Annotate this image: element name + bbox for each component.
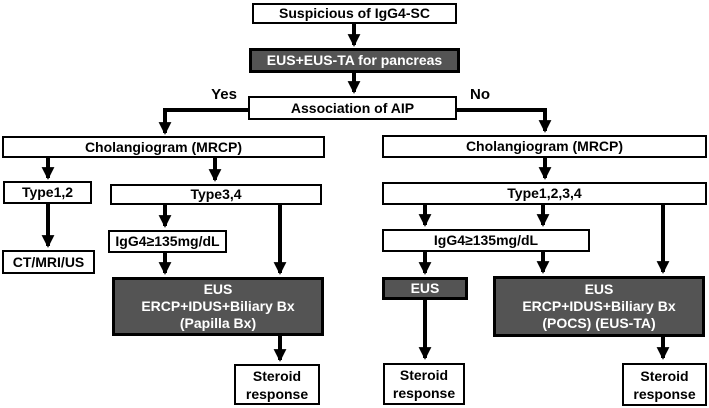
branch-label-yes: Yes [211,86,237,103]
dark-left-line-2: ERCP+IDUS+Biliary Bx [141,298,295,314]
arrow-association-yes [158,108,248,135]
node-steroid-response-middle: Steroid response [383,363,465,405]
steroid-left-line-1: Steroid [252,367,302,384]
steroid-middle-line-2: response [392,385,456,401]
node-cholangiogram-right: Cholangiogram (MRCP) [382,135,707,158]
node-eus-eus-ta-pancreas: EUS+EUS-TA for pancreas [249,48,460,73]
node-eus-ercp-idus-biliary-bx-papilla: EUS ERCP+IDUS+Biliary Bx (Papilla Bx) [112,277,324,336]
arrow-association-no [457,108,552,133]
node-ct-mri-us: CT/MRI/US [2,250,95,274]
branch-label-no: No [470,86,490,103]
node-type-3-4: Type3,4 [110,184,322,205]
node-eus-ercp-idus-biliary-bx-pocs: EUS ERCP+IDUS+Biliary Bx (POCS) (EUS-TA) [493,276,705,337]
node-igg4-cutoff-left: IgG4≥135mg/dL [108,230,227,253]
node-cholangiogram-left: Cholangiogram (MRCP) [2,136,325,158]
steroid-right-line-1: Steroid [640,367,689,384]
dark-right-line-3: (POCS) (EUS-TA) [542,315,656,331]
dark-left-line-1: EUS [203,281,233,297]
steroid-middle-line-1: Steroid [399,367,449,383]
node-suspicious-igg4-sc: Suspicious of IgG4-SC [252,3,457,24]
steroid-left-line-2: response [245,385,309,402]
dark-right-line-2: ERCP+IDUS+Biliary Bx [522,298,676,314]
dark-right-line-1: EUS [584,281,614,297]
node-steroid-response-right: Steroid response [622,363,707,406]
node-igg4-cutoff-right: IgG4≥135mg/dL [382,229,590,252]
node-steroid-response-left: Steroid response [234,364,320,405]
node-type-1-2-3-4: Type1,2,3,4 [382,182,707,205]
node-eus-only: EUS [382,277,468,300]
dark-left-line-3: (Papilla Bx) [179,315,257,331]
node-association-of-aip: Association of AIP [248,96,457,120]
node-type-1-2: Type1,2 [3,181,92,204]
steroid-right-line-2: response [633,385,696,402]
